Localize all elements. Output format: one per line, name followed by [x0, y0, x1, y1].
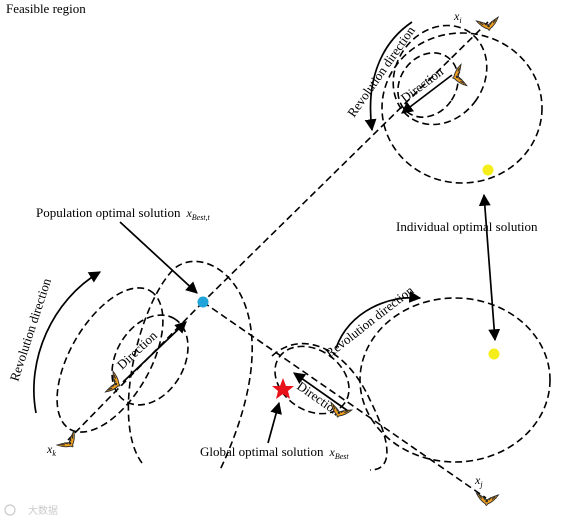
xk-label: xk — [46, 442, 56, 458]
xj-label: xj — [474, 473, 483, 489]
revolution-direction-label-bottom: Revolution direction — [323, 282, 417, 360]
bird-icon-xk — [56, 430, 82, 455]
direction-arrow-left — [122, 321, 187, 383]
orbit-left-large — [127, 260, 253, 471]
individual-optimal-point-bottom — [488, 348, 500, 360]
orbit-bottom-large — [359, 297, 551, 463]
population-optimal-point — [197, 296, 209, 308]
individual-optimal-label: Individual optimal solution — [396, 219, 538, 234]
orbit-large-top — [381, 32, 543, 184]
revolution-arrow-bottom — [335, 291, 422, 349]
revolution-direction-label-top: Revolution direction — [344, 23, 418, 120]
revolution-arrow-top — [364, 21, 413, 132]
direction-arrow-top — [401, 74, 453, 114]
global-optimal-pointer — [267, 401, 282, 444]
star-icon-global-optimal — [272, 378, 294, 399]
orbit-bottom-medium — [271, 342, 388, 471]
individual-optimal-point-top — [482, 164, 494, 176]
orbit-left-small — [111, 314, 189, 406]
bird-icon-xj — [474, 492, 499, 507]
watermark-text: 大数据 — [28, 504, 58, 517]
revolution-arrow-left — [33, 271, 102, 414]
trajectory-xi-to-population — [202, 21, 489, 303]
feasible-region-label: Feasible region — [6, 1, 86, 16]
logo-icon-watermark: 大数据 — [4, 504, 58, 517]
revolution-direction-label-left: Revolution direction — [7, 276, 55, 383]
orbit-left-medium — [56, 287, 164, 433]
xi-label: xi — [453, 9, 462, 25]
trajectory-population-to-xk — [67, 301, 204, 441]
direction-label-left: Direction — [114, 327, 160, 372]
orbit-bottom-small — [274, 345, 350, 415]
trajectory-population-to-xj — [202, 301, 487, 499]
orbit-medium-top — [392, 24, 488, 126]
individual-optimal-connector — [478, 193, 501, 342]
population-optimal-pointer — [119, 221, 198, 294]
direction-arrow-bottom — [293, 372, 349, 412]
